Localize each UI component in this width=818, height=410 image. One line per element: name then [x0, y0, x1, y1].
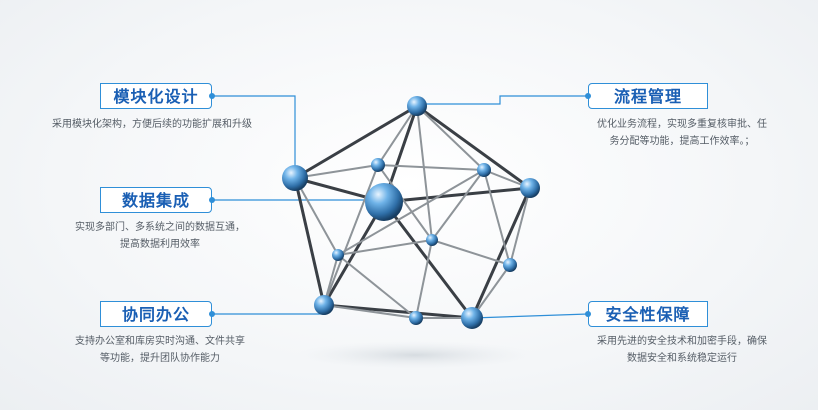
feature-desc-security: 采用先进的安全技术和加密手段，确保 数据安全和系统稳定运行: [582, 333, 782, 367]
desc-line: 支持办公室和库房实时沟通、文件共享: [75, 336, 245, 347]
node-bottom-left: [314, 295, 334, 315]
feature-title-data: 数据集成: [100, 187, 212, 213]
network-nodes: [282, 96, 540, 329]
node-inner-4: [332, 249, 344, 261]
node-top: [407, 96, 427, 116]
floor-shadow: [295, 341, 535, 369]
node-inner-5: [503, 258, 517, 272]
feature-title-flow: 流程管理: [588, 83, 708, 109]
node-inner-6: [409, 311, 423, 325]
connector-lines: [212, 95, 589, 319]
connector-security: [471, 313, 589, 319]
desc-line: 等功能，提升团队协作能力: [100, 353, 220, 364]
feature-desc-flow: 优化业务流程，实现多重复核审批、任 务分配等功能，提高工作效率。；: [582, 116, 782, 150]
connector-modular: [212, 95, 296, 178]
desc-line: 务分配等功能，提高工作效率。；: [609, 136, 755, 147]
desc-line: 数据安全和系统稳定运行: [627, 353, 737, 364]
feature-desc-coop: 支持办公室和库房实时沟通、文件共享 等功能，提升团队协作能力: [62, 333, 258, 367]
node-inner-2: [477, 163, 491, 177]
feature-title-modular: 模块化设计: [100, 83, 212, 109]
desc-line: 提高数据利用效率: [120, 239, 200, 250]
node-bottom-right: [461, 307, 483, 329]
node-right: [520, 178, 540, 198]
feature-title-coop: 协同办公: [100, 301, 212, 327]
node-inner-3: [426, 234, 438, 246]
node-left: [282, 165, 308, 191]
node-inner-1: [371, 158, 385, 172]
node-center: [365, 183, 403, 221]
feature-desc-modular: 采用模块化架构，方便后续的功能扩展和升级: [52, 116, 282, 133]
desc-line: 优化业务流程，实现多重复核审批、任: [597, 119, 767, 130]
connector-flow: [418, 95, 588, 105]
desc-line: 采用模块化架构，方便后续的功能扩展和升级: [52, 119, 252, 130]
desc-line: 采用先进的安全技术和加密手段，确保: [597, 336, 767, 347]
network-edges: [293, 104, 532, 320]
feature-title-security: 安全性保障: [588, 301, 708, 327]
feature-desc-data: 实现多部门、多系统之间的数据互通， 提高数据利用效率: [62, 219, 258, 253]
desc-line: 实现多部门、多系统之间的数据互通，: [75, 222, 245, 233]
